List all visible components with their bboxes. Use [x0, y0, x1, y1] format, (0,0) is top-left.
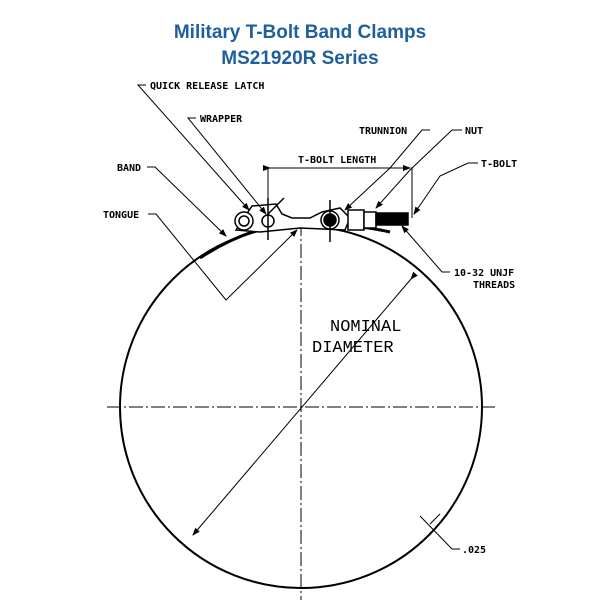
- clamp-hardware: [234, 197, 409, 242]
- t-bolt-label: T-BOLT: [481, 159, 517, 170]
- band-label: BAND: [117, 163, 141, 174]
- title-line-1: Military T-Bolt Band Clamps: [173, 22, 427, 43]
- leader-lines: [136, 84, 478, 550]
- threads-label-2: THREADS: [473, 280, 515, 291]
- diameter-label: DIAMETER: [312, 339, 394, 358]
- tongue-label: TONGUE: [103, 210, 139, 221]
- t-bolt-length-dimension: [263, 165, 413, 218]
- title-line-2: MS21920R Series: [221, 48, 379, 69]
- trunnion-label: TRUNNION: [359, 126, 407, 137]
- threads-label-1: 10-32 UNJF: [454, 268, 514, 279]
- t-bolt-length-label: T-BOLT LENGTH: [298, 155, 376, 166]
- thickness-label: .025: [462, 545, 486, 556]
- quick-release-latch-label: QUICK RELEASE LATCH: [150, 81, 264, 92]
- wrapper-label: WRAPPER: [200, 114, 243, 125]
- nut-label: NUT: [465, 126, 483, 137]
- nominal-label: NOMINAL: [330, 318, 401, 337]
- centerlines: [107, 222, 495, 600]
